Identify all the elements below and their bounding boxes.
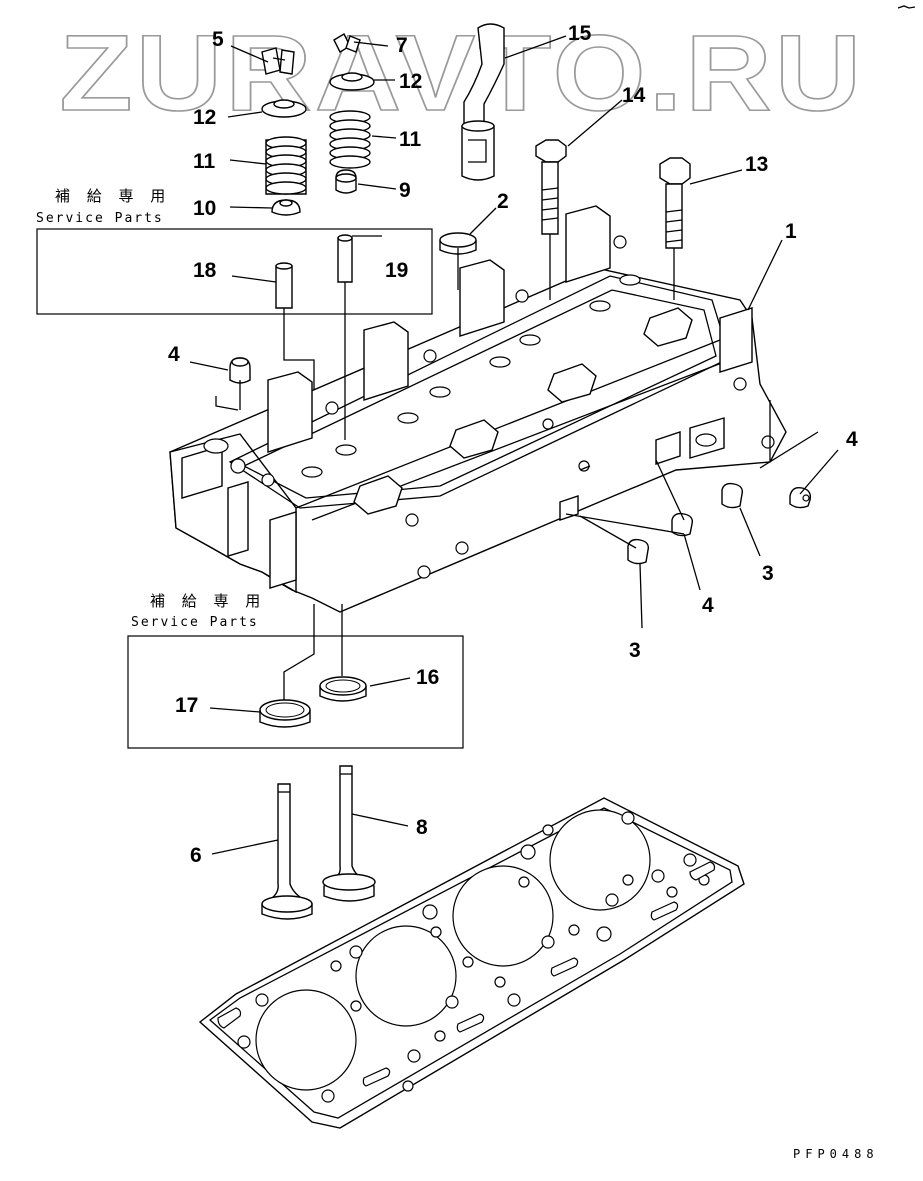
- valve-cotter-7: [333, 33, 361, 53]
- head-bolt-14: [535, 139, 567, 235]
- callouts: 1 2 3 3 4 4 4 5 6 7 8 9 10 11 11 12 12 1…: [168, 22, 858, 867]
- leader-lines: [189, 35, 839, 855]
- callout-4-right: 4: [846, 428, 858, 451]
- head-gasket: [198, 797, 745, 1129]
- callout-5: 5: [212, 28, 224, 51]
- callout-6: 6: [190, 844, 202, 867]
- callout-13: 13: [745, 153, 768, 176]
- callout-14: 14: [622, 84, 646, 107]
- service-parts-jp-label: 補 給 専 用: [150, 592, 266, 610]
- seat-insert-17: [259, 699, 311, 728]
- callout-11-right: 11: [399, 128, 422, 151]
- seat-insert-16: [319, 676, 367, 702]
- callout-8: 8: [416, 816, 428, 839]
- breather-tube-15: [461, 23, 505, 181]
- service-parts-box-inserts: 補 給 専 用 Service Parts: [127, 592, 464, 749]
- callout-18: 18: [193, 259, 217, 282]
- callout-11-left: 11: [193, 150, 216, 173]
- plug-4-right: [789, 486, 812, 509]
- plug-4-left: [229, 357, 251, 384]
- plug-3-center: [627, 538, 650, 565]
- callout-15: 15: [568, 22, 592, 45]
- service-parts-box-guides: 補 給 専 用 Service Parts: [36, 187, 433, 315]
- spring-retainer-12b: [329, 72, 375, 91]
- callout-10: 10: [193, 197, 216, 220]
- cylinder-head-1: [169, 205, 787, 613]
- service-parts-en-label: Service Parts: [36, 211, 164, 226]
- spring-retainer-12a: [261, 99, 307, 118]
- callout-12-left: 12: [193, 106, 216, 129]
- callout-4-left: 4: [168, 343, 180, 366]
- callout-2: 2: [497, 190, 509, 213]
- callout-7: 7: [396, 34, 408, 57]
- valve-stem-seal-10: [271, 199, 301, 216]
- service-parts-jp-label: 補 給 専 用: [55, 187, 171, 205]
- watermark: ZURAVTO.RU: [60, 12, 865, 133]
- callout-12-right: 12: [399, 70, 422, 93]
- corner-mark: [897, 5, 916, 9]
- callout-3-right: 3: [762, 562, 774, 585]
- callout-17: 17: [175, 694, 198, 717]
- service-parts-en-label: Service Parts: [131, 615, 259, 630]
- exhaust-valve-8: [322, 765, 376, 902]
- drawing-code: PFP0488: [793, 1147, 879, 1161]
- cup-plug-2: [439, 232, 477, 255]
- valve-guide-19: [337, 234, 353, 283]
- callout-16: 16: [416, 666, 439, 689]
- valve-spring-11a: [265, 136, 307, 195]
- plug-4-center: [671, 512, 694, 537]
- valve-spring-11b: [329, 110, 371, 169]
- valve-guide-18: [275, 262, 293, 309]
- valve-stem-seal-9: [335, 169, 357, 194]
- plug-3-right: [721, 482, 744, 509]
- intake-valve-6: [261, 783, 313, 920]
- callout-3-center: 3: [629, 639, 641, 662]
- valve-cotter-5: [261, 47, 295, 75]
- head-bolt-13: [659, 157, 691, 249]
- callout-9: 9: [399, 179, 411, 202]
- callout-4-center: 4: [702, 594, 714, 617]
- callout-1: 1: [785, 220, 797, 243]
- callout-19: 19: [385, 259, 408, 282]
